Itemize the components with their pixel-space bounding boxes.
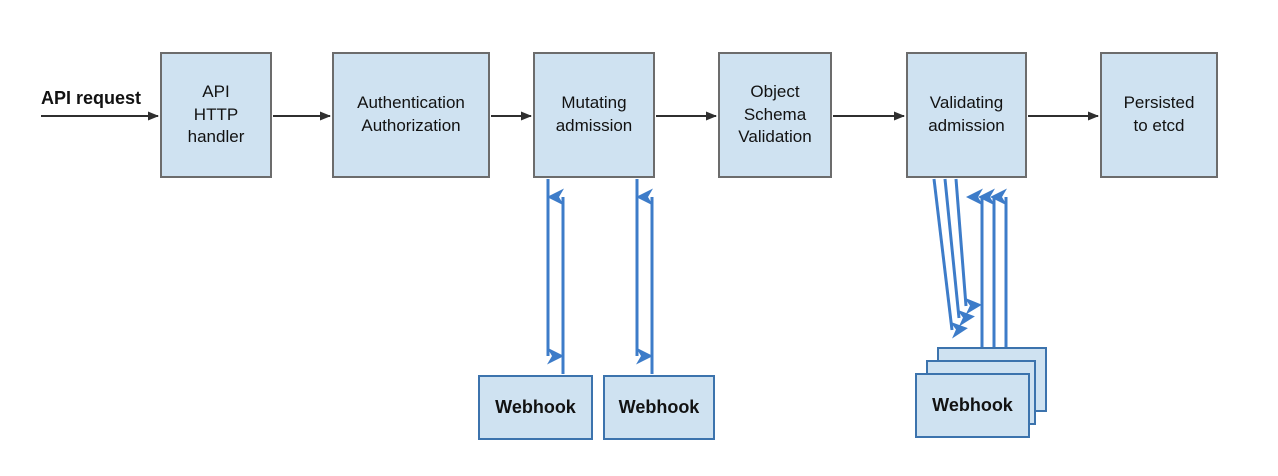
- webhook-box-mutating-2[interactable]: Webhook: [603, 375, 715, 440]
- webhook-call-validating-2: [943, 178, 996, 374]
- webhook-call-mutating-1: [546, 179, 565, 374]
- webhook-box-validating-front[interactable]: Webhook: [915, 373, 1030, 438]
- stage-box-persisted-to-etcd[interactable]: Persisted to etcd: [1100, 52, 1218, 178]
- webhook-call-validating-3: [954, 178, 1008, 374]
- stage-box-api-http-handler[interactable]: API HTTP handler: [160, 52, 272, 178]
- stage-box-authentication-authorization[interactable]: Authentication Authorization: [332, 52, 490, 178]
- webhook-box-mutating-1[interactable]: Webhook: [478, 375, 593, 440]
- webhook-call-validating-1: [932, 178, 984, 374]
- entry-label-api-request: API request: [41, 88, 142, 108]
- webhook-call-mutating-2: [635, 179, 654, 374]
- stage-box-object-schema-validation[interactable]: Object Schema Validation: [718, 52, 832, 178]
- stage-box-mutating-admission[interactable]: Mutating admission: [533, 52, 655, 178]
- stage-box-validating-admission[interactable]: Validating admission: [906, 52, 1027, 178]
